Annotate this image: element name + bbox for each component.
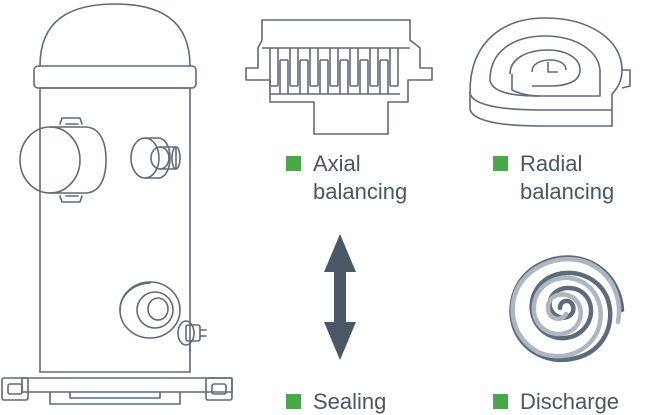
green-bullet-icon xyxy=(493,394,508,409)
sealing-text: Sealing xyxy=(313,389,387,414)
axial-line-2: balancing xyxy=(313,179,408,204)
sealing-label: Sealing xyxy=(286,388,446,415)
green-bullet-icon xyxy=(286,394,301,409)
radial-balancing-label: Radial balancing xyxy=(493,150,653,210)
green-bullet-icon xyxy=(493,156,508,171)
axial-line-1: Axial xyxy=(313,151,361,176)
axial-balancing-label: Axial balancing xyxy=(286,150,446,210)
double-arrow-icon xyxy=(324,234,356,360)
green-bullet-icon xyxy=(286,156,301,171)
discharge-label: Discharge xyxy=(493,388,653,415)
radial-line-2: balancing xyxy=(520,179,615,204)
discharge-text: Discharge xyxy=(520,389,620,414)
radial-line-1: Radial xyxy=(520,151,583,176)
